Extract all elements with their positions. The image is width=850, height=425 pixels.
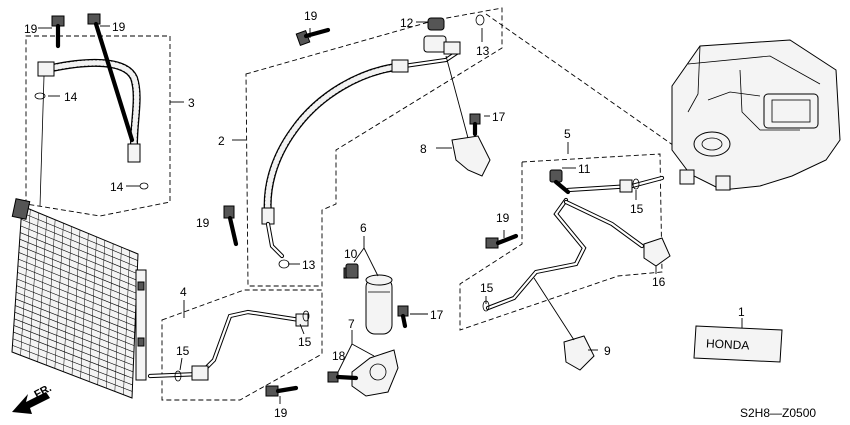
o-ring-14-upper [34, 92, 46, 100]
o-ring-13-lower [278, 259, 290, 269]
suction-hose-2 [261, 35, 461, 259]
bolt-19-right [485, 233, 519, 249]
callout-14: 14 [110, 180, 124, 194]
callout-19: 19 [24, 22, 38, 36]
callout-19: 19 [496, 211, 510, 225]
callout-15: 15 [298, 335, 312, 349]
bolt-17-dryer [397, 305, 409, 329]
hose-clamp-8 [445, 55, 491, 177]
callout-4: 4 [180, 285, 187, 299]
callout-15: 15 [480, 281, 494, 295]
callout-15: 15 [630, 202, 644, 216]
pipe-clamp-9 [533, 277, 595, 371]
callout-15: 15 [176, 344, 190, 358]
fitting-11 [549, 169, 571, 195]
callout-11: 11 [578, 162, 591, 176]
group-box-4 [161, 289, 323, 401]
group-box-2 [245, 7, 503, 287]
front-direction-arrow: FR. [12, 382, 54, 414]
o-ring-15-bottom-left [174, 370, 182, 382]
bolt-19-bottom [265, 385, 299, 397]
bolt-19-hose2 [295, 27, 331, 46]
direction-label: FR. [32, 382, 53, 401]
callout-1: 1 [738, 305, 745, 319]
callout-9: 9 [604, 344, 611, 358]
callout-19: 19 [304, 9, 318, 23]
diagram-code: S2H8—Z0500 [740, 406, 816, 420]
callout-19: 19 [196, 216, 210, 230]
callout-17: 17 [430, 308, 444, 322]
ac-label-plate-1: HONDA [693, 325, 783, 363]
bolt-19-left-mid [223, 205, 239, 247]
callout-3: 3 [188, 96, 195, 110]
condenser [11, 198, 147, 399]
callout-5: 5 [564, 127, 571, 141]
condenser-fins [12, 209, 138, 395]
evaporator-unit [671, 39, 841, 191]
bolt-19-top-left [51, 15, 65, 49]
switch-10 [345, 263, 359, 279]
receiver-bracket-7 [351, 349, 399, 397]
o-ring-13-top [475, 14, 485, 26]
discharge-hose-3 [37, 58, 141, 207]
callout-6: 6 [360, 221, 367, 235]
evaporator-pipe-5 [485, 175, 665, 311]
o-ring-14-lower [139, 182, 149, 190]
label-plate-text: HONDA [706, 336, 750, 352]
callout-19: 19 [274, 406, 288, 420]
pipe-clamp-16 [643, 237, 671, 267]
arrow-icon [12, 392, 50, 414]
o-ring-15-right-top [632, 178, 640, 190]
bolt-17-top [469, 113, 481, 137]
condenser-pipe-4 [147, 309, 309, 381]
callout-16: 16 [652, 275, 666, 289]
callout-18: 18 [332, 349, 346, 363]
group-box-5-link [485, 13, 681, 151]
callout-7: 7 [348, 317, 355, 331]
callout-2: 2 [218, 134, 225, 148]
callout-10: 10 [344, 247, 358, 261]
callout-13: 13 [476, 44, 490, 58]
callout-19: 19 [112, 20, 126, 34]
o-ring-15-bottom-mid [302, 310, 310, 322]
callout-8: 8 [420, 142, 427, 156]
callout-13: 13 [302, 258, 316, 272]
callout-14: 14 [64, 90, 78, 104]
callout-17: 17 [492, 110, 506, 124]
group-box-3 [25, 35, 171, 217]
cap-12 [427, 17, 445, 31]
bolt-19-top-mid [87, 13, 135, 143]
callout-12: 12 [400, 16, 414, 30]
bolt-18 [327, 371, 359, 383]
